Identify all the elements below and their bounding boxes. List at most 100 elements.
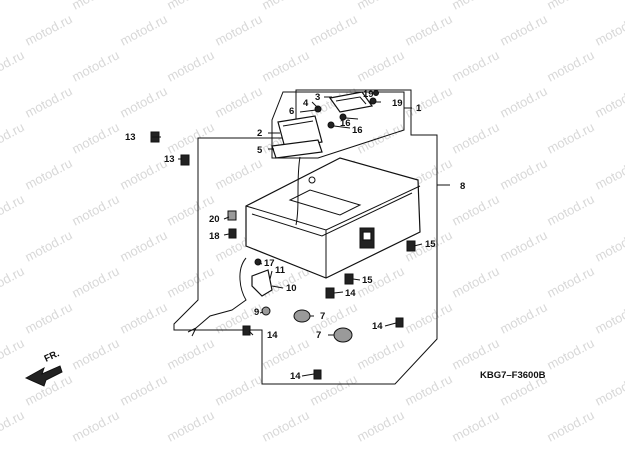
callout-14a: 14 [345, 288, 356, 299]
watermark-text: motod.ru [0, 407, 27, 444]
callout-6: 6 [289, 106, 294, 117]
watermark-text: motod.ru [164, 263, 216, 300]
watermark-text: motod.ru [544, 119, 596, 156]
lamp-parts [271, 90, 379, 226]
watermark-text: motod.ru [69, 0, 121, 13]
callout-16a: 16 [340, 118, 351, 129]
watermark-text: motod.ru [592, 83, 625, 120]
watermark-text: motod.ru [402, 83, 454, 120]
watermark-text: motod.ru [354, 335, 406, 372]
watermark-text: motod.ru [164, 0, 216, 13]
callout-11: 11 [275, 265, 286, 276]
callout-7a: 7 [320, 311, 325, 322]
watermark-text: motod.ru [0, 47, 27, 84]
callout-19b: 19 [392, 98, 403, 109]
watermark-text: motod.ru [0, 119, 27, 156]
watermark-text: motod.ru [259, 407, 311, 444]
watermark-text: motod.ru [592, 155, 625, 192]
callout-5: 5 [257, 145, 263, 156]
watermark-text: motod.ru [449, 263, 501, 300]
watermark-text: motod.ru [402, 371, 454, 408]
watermark-text: motod.ru [544, 191, 596, 228]
watermark-text: motod.ru [22, 227, 74, 264]
watermark-text: motod.ru [22, 83, 74, 120]
watermark-text: motod.ru [164, 407, 216, 444]
watermark-text: motod.ru [497, 83, 549, 120]
watermark-text: motod.ru [69, 47, 121, 84]
callout-14d: 14 [290, 371, 301, 382]
watermark-text: motod.ru [544, 263, 596, 300]
watermark-text: motod.ru [164, 335, 216, 372]
watermark-text: motod.ru [544, 0, 596, 13]
callout-10: 10 [286, 283, 297, 294]
watermark-text: motod.ru [402, 299, 454, 336]
watermark-text: motod.ru [212, 83, 264, 120]
callout-15b: 15 [425, 239, 436, 250]
callout-17: 17 [264, 258, 275, 269]
watermark-text: motod.ru [117, 83, 169, 120]
callout-14b: 14 [267, 330, 278, 341]
watermark-text: motod.ru [449, 119, 501, 156]
assembly-outline [173, 89, 438, 385]
watermark-text: motod.ru [307, 11, 359, 48]
watermark-text: motod.ru [117, 227, 169, 264]
callout-13b: 13 [164, 154, 175, 165]
watermark-text: motod.ru [354, 407, 406, 444]
callout-4: 4 [303, 98, 309, 109]
watermark-text: motod.ru [592, 299, 625, 336]
callout-13a: 13 [125, 132, 136, 143]
callout-8: 8 [460, 181, 465, 192]
watermark-text: motod.ru [69, 191, 121, 228]
watermark-text: motod.ru [22, 299, 74, 336]
leader-lines [152, 96, 450, 377]
callout-7b: 7 [316, 330, 321, 341]
watermark-text: motod.ru [544, 407, 596, 444]
watermark-text: motod.ru [449, 335, 501, 372]
watermark-text: motod.ru [354, 47, 406, 84]
watermark-text: motod.ru [592, 11, 625, 48]
watermark-text: motod.ru [497, 11, 549, 48]
watermark-text: motod.ru [354, 0, 406, 13]
watermark-text: motod.ru [212, 371, 264, 408]
watermark-text: motod.ru [497, 155, 549, 192]
callout-18: 18 [209, 231, 220, 242]
callout-16b: 16 [352, 125, 363, 136]
figure-code: KBG7–F3600B [480, 370, 546, 381]
tank-body [245, 157, 421, 279]
watermark-text: motod.ru [497, 227, 549, 264]
watermark-text: motod.ru [259, 47, 311, 84]
watermark-text: motod.ru [0, 263, 27, 300]
callout-15a: 15 [362, 275, 373, 286]
watermark-text: motod.ru [22, 11, 74, 48]
callout-19a: 19 [363, 89, 374, 100]
watermark-text: motod.ru [449, 191, 501, 228]
watermark-text: motod.ru [449, 0, 501, 13]
watermark-text: motod.ru [117, 371, 169, 408]
callout-2: 2 [257, 128, 262, 139]
watermark-text: motod.ru [544, 335, 596, 372]
watermark-text: motod.ru [69, 407, 121, 444]
watermark-text: motod.ru [497, 299, 549, 336]
watermark-text: motod.ru [22, 155, 74, 192]
callout-9: 9 [254, 307, 259, 318]
watermark-text: motod.ru [0, 0, 27, 13]
watermark-text: motod.ru [164, 47, 216, 84]
watermark-text: motod.ru [592, 227, 625, 264]
callout-labels: 1 2 3 4 5 6 7 7 8 9 10 11 13 13 14 14 14… [125, 89, 465, 382]
watermark-text: motod.ru [259, 0, 311, 13]
callout-3: 3 [315, 92, 320, 103]
watermark-text: motod.ru [212, 155, 264, 192]
watermark-text: motod.ru [69, 335, 121, 372]
watermark-text: motod.ru [117, 299, 169, 336]
watermark-text: motod.ru [402, 11, 454, 48]
watermark-text: motod.ru [117, 155, 169, 192]
watermark-text: motod.ru [449, 47, 501, 84]
direction-label: FR. [43, 348, 62, 364]
watermark-text: motod.ru [69, 119, 121, 156]
watermark-text: motod.ru [0, 191, 27, 228]
callout-14c: 14 [372, 321, 383, 332]
callout-20: 20 [209, 214, 220, 225]
callout-1: 1 [416, 103, 422, 114]
watermark-text: motod.ru [449, 407, 501, 444]
watermark-text: motod.ru [212, 11, 264, 48]
